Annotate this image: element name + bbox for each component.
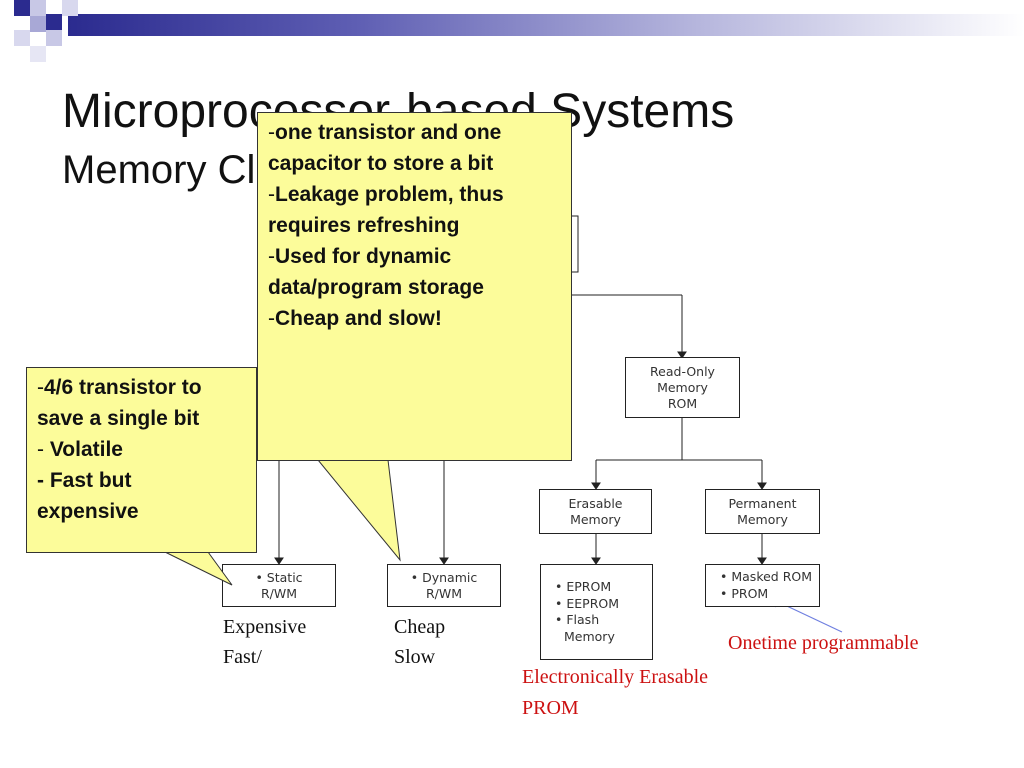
callout-text: Cheap and slow! bbox=[275, 307, 442, 330]
list-item: Flash bbox=[555, 612, 619, 629]
callout-text: one transistor and one bbox=[275, 121, 502, 144]
arrowhead bbox=[677, 351, 687, 359]
erasable-types-box: EPROM EEPROM Flash Memory bbox=[540, 564, 653, 660]
static-rwm-box: • Static R/WM bbox=[222, 564, 336, 607]
arrowhead bbox=[439, 557, 449, 565]
header-square bbox=[14, 0, 30, 16]
permanent-types-list: Masked ROM PROM bbox=[720, 569, 812, 602]
header-square bbox=[30, 0, 46, 16]
callout-text: 4/6 transistor to bbox=[44, 376, 202, 399]
sram-callout: -4/6 transistor to save a single bit - V… bbox=[26, 367, 257, 553]
caption-expensive: Expensive bbox=[223, 616, 307, 638]
arrowhead bbox=[274, 557, 284, 565]
callout-text: data/program storage bbox=[268, 276, 484, 299]
list-item: PROM bbox=[720, 586, 812, 603]
header-square bbox=[30, 46, 46, 62]
dynamic-rwm-box: • Dynamic R/WM bbox=[387, 564, 501, 607]
callout-text: save a single bit bbox=[37, 407, 200, 430]
callout-text: Volatile bbox=[49, 438, 123, 461]
dash: - bbox=[37, 438, 50, 461]
caption-fast: Fast/ bbox=[223, 646, 262, 668]
caption-onetime-programmable: Onetime programmable bbox=[728, 632, 919, 654]
sram-callout-pointer bbox=[164, 551, 233, 586]
dash: - bbox=[268, 121, 275, 144]
callout-text: - Fast but bbox=[37, 469, 132, 492]
header-gradient-bar bbox=[68, 14, 1024, 36]
erasable-memory-box: Erasable Memory bbox=[539, 489, 652, 534]
header-square bbox=[30, 16, 46, 32]
list-item: Masked ROM bbox=[720, 569, 812, 586]
dash: - bbox=[268, 307, 275, 330]
dram-callout-pointer bbox=[316, 459, 401, 562]
callout-text: Leakage problem, thus bbox=[275, 183, 504, 206]
box-label: • Dynamic R/WM bbox=[410, 569, 478, 601]
arrowhead bbox=[591, 557, 601, 565]
erasable-types-list: EPROM EEPROM Flash Memory bbox=[555, 579, 619, 645]
dram-callout: -one transistor and one capacitor to sto… bbox=[257, 112, 572, 461]
header-square bbox=[14, 30, 30, 46]
header-square bbox=[62, 0, 78, 16]
arrowhead bbox=[591, 482, 601, 490]
box-label: Read-Only Memory ROM bbox=[650, 363, 715, 411]
permanent-types-box: Masked ROM PROM bbox=[705, 564, 820, 607]
caption-cheap: Cheap bbox=[394, 616, 446, 638]
header-square bbox=[46, 14, 62, 30]
callout-text: Used for dynamic bbox=[275, 245, 452, 268]
caption-prom: PROM bbox=[522, 697, 579, 719]
header-square bbox=[46, 30, 62, 46]
callout-text: requires refreshing bbox=[268, 214, 460, 237]
read-only-memory-box: Read-Only Memory ROM bbox=[625, 357, 740, 418]
dash: - bbox=[37, 376, 44, 399]
dash: - bbox=[268, 245, 275, 268]
caption-electronically-erasable: Electronically Erasable bbox=[522, 666, 709, 688]
callout-text: capacitor to store a bit bbox=[268, 152, 494, 175]
caption-slow: Slow bbox=[394, 646, 436, 668]
dash: - bbox=[268, 183, 275, 206]
permanent-memory-box: Permanent Memory bbox=[705, 489, 820, 534]
list-item: EEPROM bbox=[555, 596, 619, 613]
list-item: EPROM bbox=[555, 579, 619, 596]
arrowhead bbox=[757, 557, 767, 565]
list-item-continuation: Memory bbox=[564, 628, 615, 644]
box-label: Erasable Memory bbox=[568, 495, 623, 527]
callout-text: expensive bbox=[37, 500, 139, 523]
box-label: • Static R/WM bbox=[255, 569, 303, 601]
box-label: Permanent Memory bbox=[728, 495, 797, 527]
arrowhead bbox=[757, 482, 767, 490]
